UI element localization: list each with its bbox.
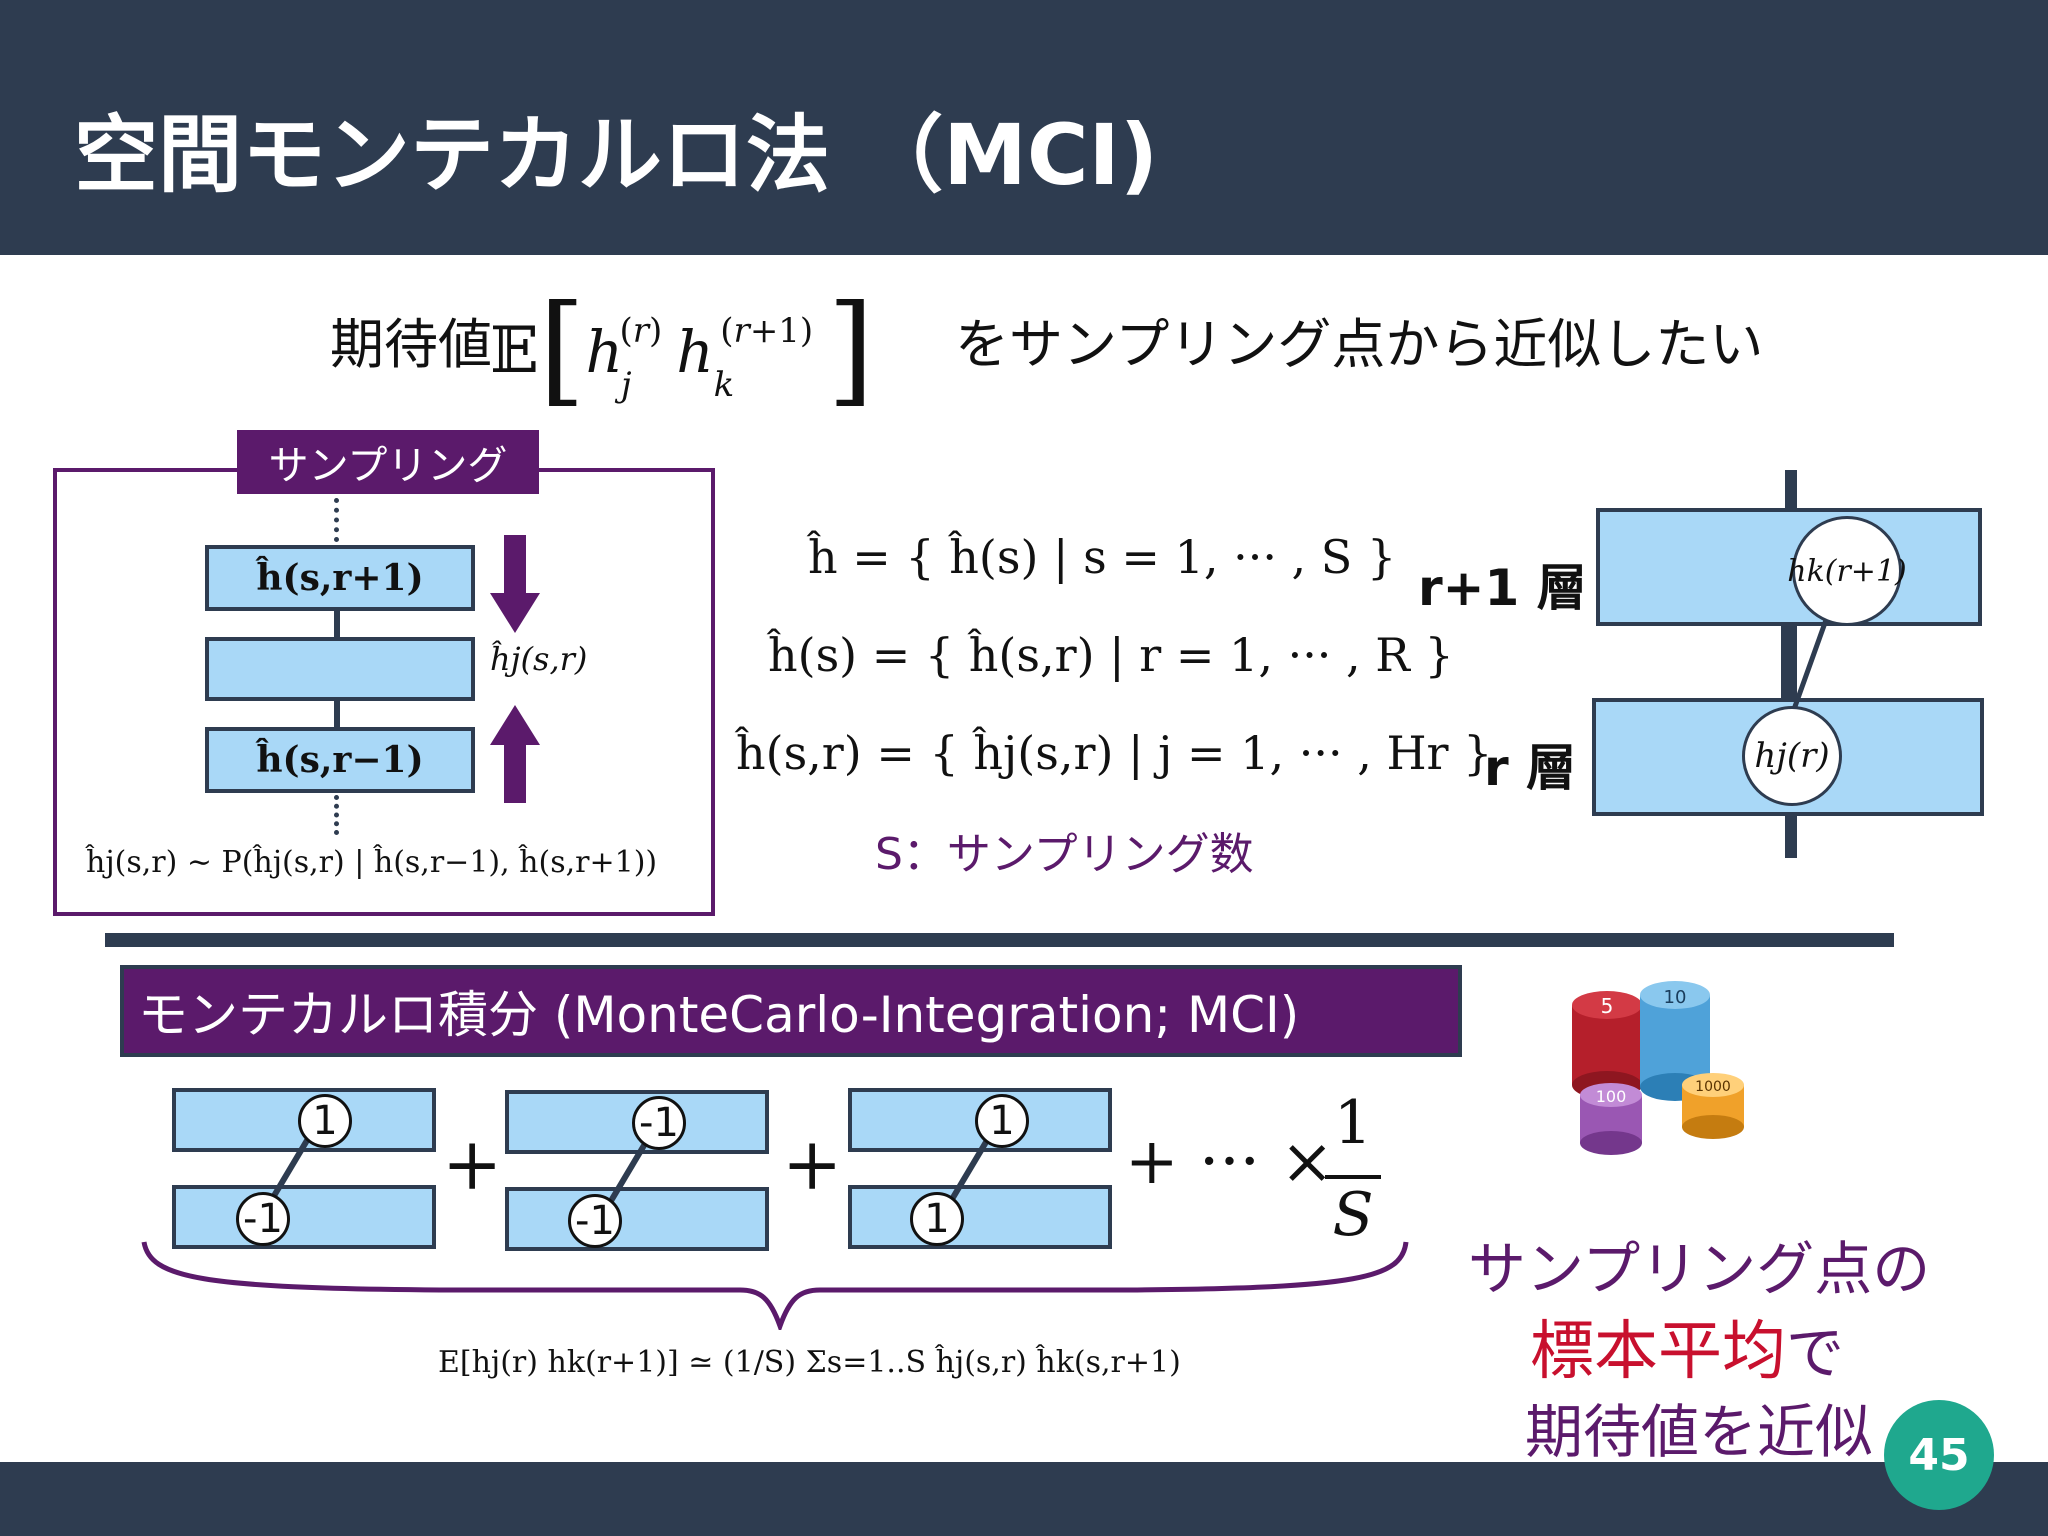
mc-box-bottom (505, 1187, 769, 1251)
intro-prefix: 期待値 (330, 313, 492, 376)
casino-chips-icon: 5 10 100 1000 (1572, 981, 1744, 1155)
mc-box-bottom (848, 1185, 1112, 1249)
equation-h-hat-s: ĥ(s) = { ĥ(s,r) | r = 1, ··· , R } (768, 628, 1454, 682)
dashed-connector-top (1785, 470, 1797, 508)
slide-title: 空間モンテカルロ法 （MCI) (74, 106, 1159, 204)
note-line-2: 標本平均で (1530, 1300, 1844, 1392)
mc-unit-value: 1 (910, 1192, 964, 1246)
layer-box-r-minus-1: ĥ(s,r−1) (205, 727, 475, 793)
footer-bar (0, 1462, 2048, 1536)
mc-box-bottom (172, 1185, 436, 1249)
dotted-connector-top (334, 498, 339, 542)
intro-suffix: をサンプリング点から近似したい (955, 313, 1764, 376)
mc-unit-value: -1 (236, 1192, 290, 1246)
title-bar (0, 0, 2048, 255)
svg-text:5: 5 (1601, 994, 1614, 1018)
layer-connector (334, 701, 340, 727)
equation-h-hat-s-r: ĥ(s,r) = { ĥj(s,r) | j = 1, ··· , Hr } (736, 726, 1493, 780)
sum-brace (141, 1241, 1409, 1330)
lower-layer-label: r 層 (1484, 739, 1577, 797)
ellipsis-times: + ··· × (1125, 1125, 1334, 1199)
note-highlight: 標本平均 (1530, 1315, 1786, 1389)
layer-box-r-plus-1: ĥ(s,r+1) (205, 545, 475, 611)
mc-unit-value: 1 (975, 1094, 1029, 1148)
layer-label-r-plus-1: ĥ(s,r+1) (256, 557, 424, 599)
svg-text:1000: 1000 (1695, 1079, 1731, 1095)
mci-banner: モンテカルロ積分 (MonteCarlo-Integration; MCI) (120, 965, 1462, 1057)
layer-label-r-minus-1: ĥ(s,r−1) (256, 739, 424, 781)
equation-h-hat: ĥ = { ĥ(s) | s = 1, ··· , S } (808, 530, 1397, 584)
layer-box-r (205, 637, 475, 701)
layer-connector (334, 611, 340, 637)
upper-layer-box (1596, 508, 1982, 626)
dotted-connector-bottom (334, 795, 339, 835)
note-line-3: 期待値を近似 (1525, 1398, 1874, 1466)
note-line-1: サンプリング点の (1468, 1235, 1931, 1303)
fraction-numerator: 1 (1333, 1088, 1373, 1158)
mc-unit-value: -1 (568, 1194, 622, 1248)
section-divider (105, 933, 1894, 947)
mc-unit-value: 1 (298, 1094, 352, 1148)
fraction-bar (1325, 1175, 1381, 1179)
arrow-up-icon (490, 705, 540, 803)
sample-count-note: S：サンプリング数 (875, 829, 1254, 880)
layer-connector (1781, 626, 1797, 698)
mci-estimate-formula: E[hj(r) hk(r+1)] ≃ (1/S) Σs=1..S ĥj(s,r)… (438, 1345, 1181, 1380)
plus-sign: + (782, 1122, 843, 1206)
unit-hk: hk(r+1) (1787, 516, 1907, 626)
upper-layer-label: r+1 層 (1418, 559, 1587, 617)
plus-sign: + (442, 1122, 503, 1206)
svg-text:100: 100 (1596, 1087, 1627, 1106)
arrow-down-icon (490, 535, 540, 633)
fraction-denominator: S (1332, 1180, 1374, 1250)
sampling-tab: サンプリング (237, 430, 539, 494)
page-number-badge: 45 (1884, 1400, 1994, 1510)
mc-unit-value: -1 (632, 1096, 686, 1150)
conditional-sampling-formula: ĥj(s,r) ∼ P(ĥj(s,r) | ĥ(s,r−1), ĥ(s,r+1)… (86, 845, 658, 880)
expectation-expression: 𝔼[hj(r)hk(r+1)] (490, 280, 875, 419)
dashed-connector-bottom (1785, 816, 1797, 858)
unit-hj: hj(r) (1742, 706, 1842, 806)
note-line-2-tail: で (1786, 1319, 1845, 1387)
sampled-unit-label: ĥj(s,r) (490, 640, 588, 678)
svg-text:10: 10 (1664, 987, 1687, 1008)
